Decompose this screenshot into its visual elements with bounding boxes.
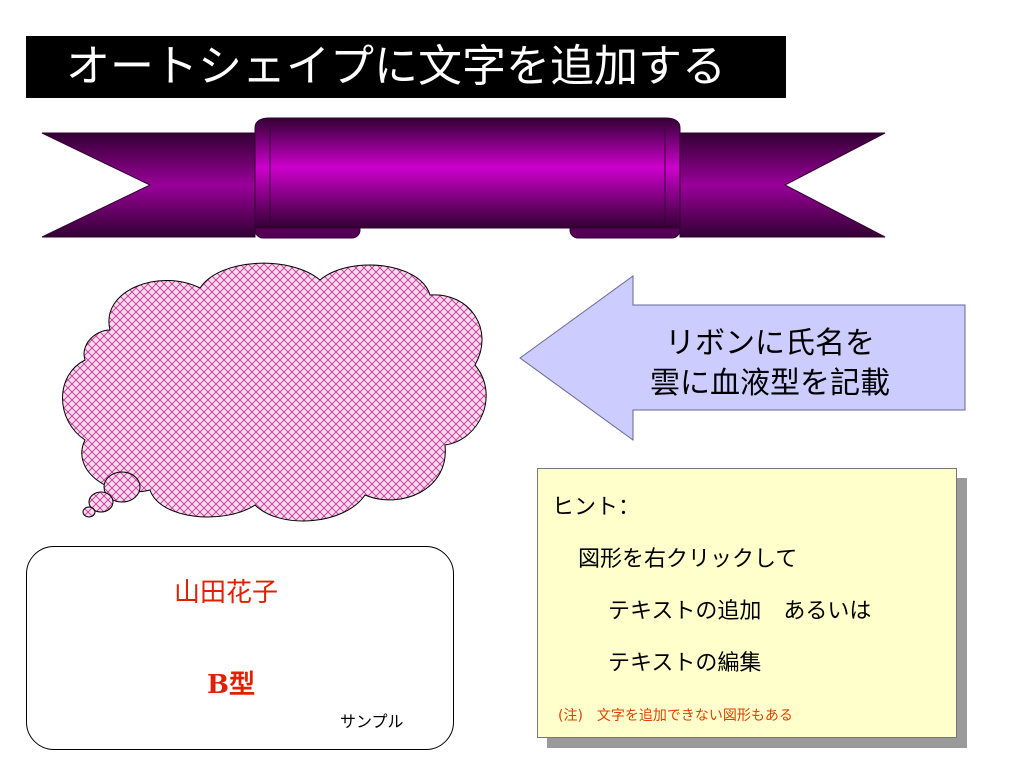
- sample-box: [26, 546, 454, 750]
- arrow-caption-line1: リボンに氏名を: [665, 326, 875, 361]
- hint-line-3: テキストの編集: [608, 651, 762, 676]
- sample-name-text: 山田花子: [173, 578, 278, 608]
- hint-title: ヒント：: [552, 495, 641, 520]
- hint-line-2: テキストの追加 あるいは: [608, 599, 872, 624]
- slide-title: オートシェイプに文字を追加する: [66, 41, 726, 92]
- left-arrow-shape[interactable]: [519, 275, 966, 441]
- hint-note: (注) 文字を追加できない図形もある: [558, 708, 793, 724]
- hint-line-1: 図形を右クリックして: [578, 547, 798, 572]
- hint-box[interactable]: ヒント： 図形を右クリックして テキストの追加 あるいは テキストの編集 (注)…: [537, 468, 957, 738]
- sample-label: サンプル: [340, 712, 404, 731]
- sample-blood-type-text: B型: [207, 670, 255, 700]
- ribbon-shape[interactable]: [41, 117, 886, 239]
- arrow-caption: リボンに氏名を 雲に血液型を記載: [600, 324, 940, 404]
- arrow-caption-line2: 雲に血液型を記載: [650, 366, 890, 401]
- slide-title-bar: オートシェイプに文字を追加する: [26, 36, 786, 98]
- cloud-callout-shape[interactable]: [62, 262, 487, 522]
